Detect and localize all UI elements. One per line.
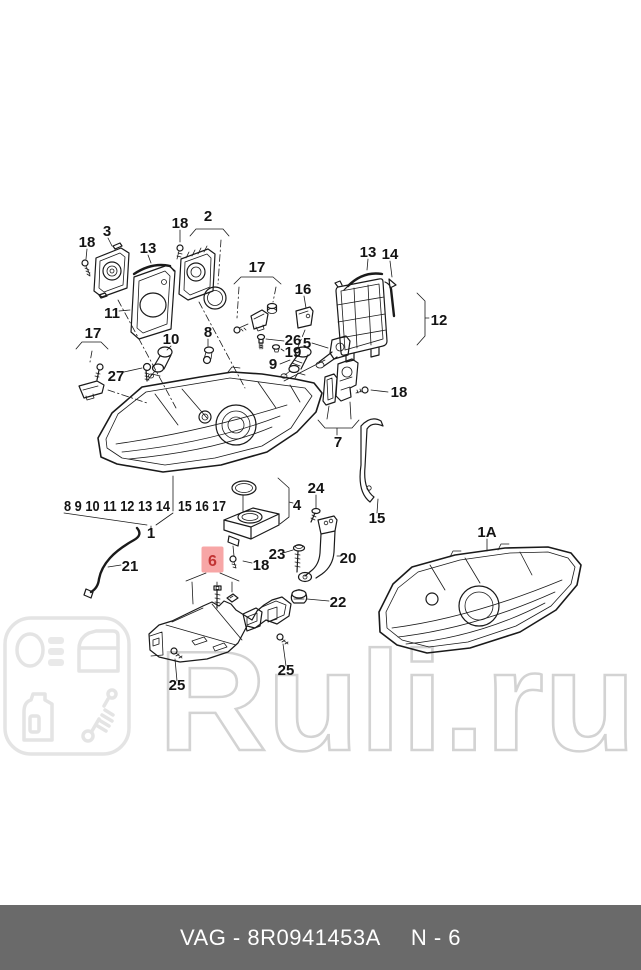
part-label-27: 27 [108,368,125,385]
part-label-17-a: 17 [85,325,102,342]
part-11-frame [130,264,176,340]
exploded-diagram: Ruli.ru [3,208,637,782]
shock-absorber-icon [81,688,118,743]
part-14-clip [388,278,397,289]
part-label-12: 12 [431,312,448,329]
part-label-26: 26 [285,332,302,349]
highlighted-part-callout: 6 [201,546,224,573]
part-2-module [178,245,227,310]
part-label-10: 10 [163,331,180,348]
part-label-19: 19 [285,344,302,361]
part-label-17-b: 17 [249,259,266,276]
part-label-6-highlighted: 6 [208,553,217,570]
part-label-2: 2 [204,208,212,225]
headlight-1a [378,543,582,654]
headlight-icon [15,632,64,668]
footer-part-code: VAG - 8R0941453A [179,924,381,950]
leader-lines [63,228,488,682]
part-17-group-left [78,363,105,401]
part-label-13-b: 13 [360,244,377,261]
part-18-screw-d [229,555,237,569]
part-5-bulb [283,335,351,382]
highlight-box [201,546,224,573]
part-label-18-a: 18 [79,234,96,251]
car-door-icon [77,629,120,673]
part-27-screw [142,362,152,382]
part-6-mounting-tray [148,596,292,663]
part-label-18-c: 18 [391,384,408,401]
watermark-logo [3,616,131,756]
part-19-cap [271,344,281,353]
part-15-trim-strip [359,418,384,503]
part-label-16: 16 [295,281,312,298]
part-3-module [93,242,130,299]
part-label-20: 20 [340,550,357,567]
part-label-23: 23 [269,546,286,563]
part-24-screw [310,507,321,523]
headlight-assembly [97,366,323,512]
part-labels: 18 3 13 18 2 11 17 27 10 8 17 16 26 5 19… [64,208,497,694]
part-label-4: 4 [293,497,302,514]
part-label-7: 7 [334,434,342,451]
footer-bar: VAG - 8R0941453A N - 6 [0,905,641,970]
footer-page-ref: N - 6 [410,924,461,950]
part-number-series-left: 8 9 10 11 12 13 14 [64,499,170,515]
part-18-screw-c [355,386,369,394]
part-label-11: 11 [104,305,120,322]
watermark-layer: Ruli.ru [3,616,637,782]
part-17-group-right [233,302,278,334]
part-18-screw-b [176,244,184,260]
part-23-bolt [292,544,306,573]
watermark-text: Ruli.ru [158,622,636,781]
part-drawings [78,239,582,663]
part-label-8: 8 [204,324,212,341]
part-label-1a: 1A [477,524,496,541]
part-label-21: 21 [122,558,139,575]
part-9-bulb-socket [280,346,312,379]
part-label-3: 3 [103,223,111,240]
part-4-gasket-and-igniter [223,480,280,557]
part-21-wire [83,526,141,599]
part-20-bracket [297,515,338,583]
part-18-screw-a [81,259,91,277]
part-26-bolt [256,333,266,350]
part-12-cover-panel [334,278,396,363]
part-label-18-b: 18 [172,215,189,232]
assembly-guide-lines [89,239,306,409]
part-label-18-d: 18 [253,557,270,574]
part-label-24: 24 [308,480,325,497]
part-label-15: 15 [369,510,386,527]
part-number-series-right: 15 16 17 [178,499,226,515]
watermark-logo-frame [3,616,131,756]
part-7-housing [322,358,359,406]
part-label-1: 1 [147,525,155,542]
part-label-25-a: 25 [169,677,186,694]
part-label-9: 9 [269,356,277,373]
part-25-screw-left [170,647,183,659]
part-13-seal-a [132,263,175,276]
part-10-bulb-socket [148,346,173,379]
part-25-screw-right [276,633,289,645]
part-16-plate [295,306,314,329]
part-label-5: 5 [303,335,311,352]
part-label-14: 14 [382,246,399,263]
part-22-grommet [290,589,308,604]
oil-canister-icon [22,692,54,742]
part-label-13-a: 13 [140,240,157,257]
part-label-25-b: 25 [278,662,295,679]
part-label-22: 22 [330,594,347,611]
part-13-seal-b [343,272,384,291]
part-8-bulb [202,346,215,365]
